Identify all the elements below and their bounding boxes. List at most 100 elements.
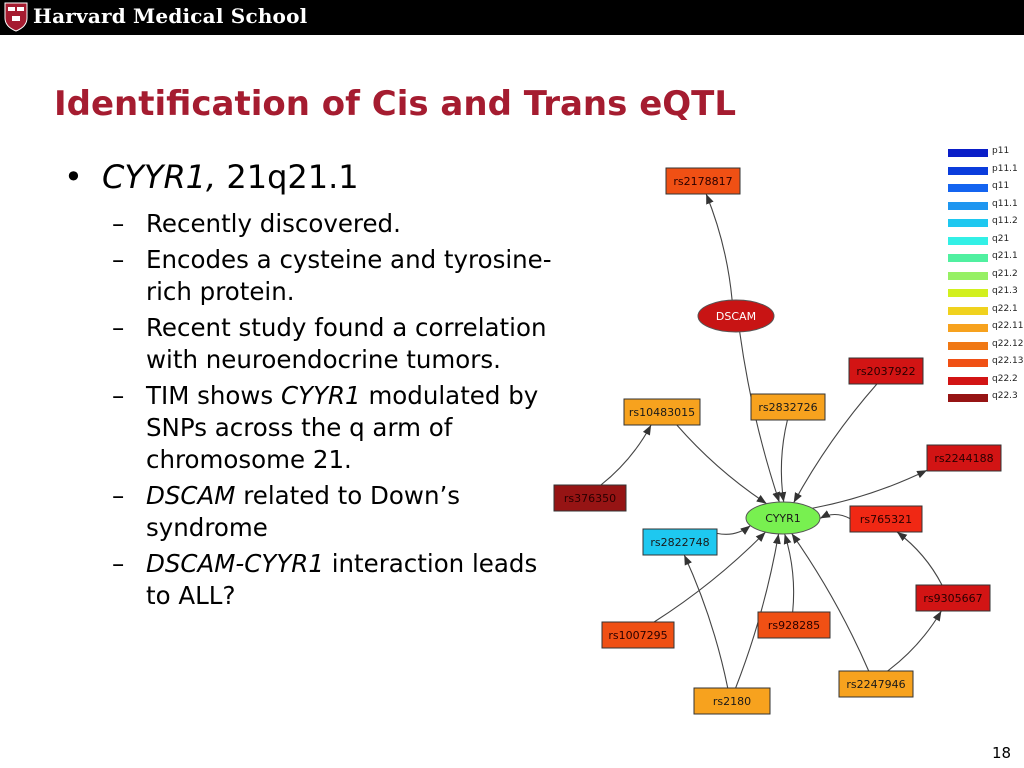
legend-label: q22.1 bbox=[992, 303, 1018, 314]
node-label: DSCAM bbox=[716, 310, 756, 323]
legend-item: q22.3 bbox=[948, 391, 1024, 408]
node-label: rs10483015 bbox=[629, 406, 695, 419]
edge-arrow bbox=[735, 533, 781, 689]
dash-marker: – bbox=[112, 549, 125, 578]
node-label: rs9305667 bbox=[923, 592, 982, 605]
sub-bullet: –DSCAM-CYYR1 interaction leads to ALL? bbox=[112, 549, 538, 610]
legend-swatch bbox=[948, 289, 988, 297]
edge-arrow bbox=[812, 469, 928, 509]
legend-item: q22.11 bbox=[948, 321, 1024, 338]
legend-label: q21.3 bbox=[992, 286, 1018, 296]
node-label: rs376350 bbox=[564, 492, 616, 505]
legend-swatch bbox=[948, 359, 988, 367]
gene-locus: 21q21.1 bbox=[216, 158, 359, 196]
legend-label: q11.2 bbox=[992, 216, 1018, 226]
sub-bullet: –DSCAM related to Down’s syndrome bbox=[112, 481, 461, 542]
node-shape bbox=[838, 670, 914, 698]
dash-marker: – bbox=[112, 245, 125, 274]
legend-swatch bbox=[948, 166, 988, 175]
node-label: rs2822748 bbox=[650, 536, 709, 549]
dash-marker: – bbox=[112, 381, 125, 410]
node-shape bbox=[849, 505, 923, 533]
legend-swatch bbox=[948, 219, 988, 227]
sub-bullet: –TIM shows CYYR1 modulated by SNPs acros… bbox=[112, 381, 539, 474]
node-label: CYYR1 bbox=[765, 512, 801, 525]
snp-node-rs2180: rs2180 bbox=[693, 687, 771, 715]
node-shape bbox=[915, 584, 991, 612]
node-label: rs1007295 bbox=[608, 629, 667, 642]
snp-node-rs2037922: rs2037922 bbox=[848, 357, 924, 385]
edge-arrow bbox=[716, 525, 751, 535]
gene-name: CYYR1, bbox=[102, 158, 217, 196]
bullet-dot: • bbox=[64, 158, 83, 196]
snp-node-rs2822748: rs2822748 bbox=[642, 528, 718, 556]
node-shape bbox=[665, 167, 741, 195]
legend-item: q22.13 bbox=[948, 356, 1024, 373]
snp-node-rs9305667: rs9305667 bbox=[915, 584, 991, 612]
brand-name: Harvard Medical School bbox=[33, 4, 308, 28]
legend-swatch bbox=[948, 271, 988, 280]
sub-bullet: –Recent study found a correlation with n… bbox=[112, 313, 547, 374]
slide-title: Identification of Cis and Trans eQTL bbox=[54, 84, 737, 124]
edge-arrow bbox=[793, 383, 878, 503]
legend-swatch bbox=[948, 394, 988, 402]
node-label: rs2832726 bbox=[758, 401, 817, 414]
edge-arrow bbox=[887, 610, 942, 672]
dash-marker: – bbox=[112, 313, 125, 342]
snp-node-rs376350: rs376350 bbox=[553, 484, 627, 512]
edge-arrow bbox=[896, 531, 943, 586]
snp-node-rs2247946: rs2247946 bbox=[838, 670, 914, 698]
node-shape bbox=[848, 357, 924, 385]
edge-arrow bbox=[778, 419, 788, 503]
legend-label: q22.2 bbox=[992, 373, 1018, 384]
legend-label: q21.2 bbox=[992, 268, 1018, 279]
legend-item: q21 bbox=[948, 234, 1024, 251]
gene-node-cyyr1: CYYR1 bbox=[745, 501, 821, 535]
node-shape bbox=[553, 484, 627, 512]
edge-arrow bbox=[676, 424, 767, 505]
node-label: rs2247946 bbox=[846, 678, 905, 691]
legend-swatch bbox=[948, 324, 988, 332]
legend-swatch bbox=[948, 236, 988, 245]
node-shape bbox=[750, 393, 826, 421]
node-shape bbox=[926, 444, 1002, 472]
harvard-shield-icon bbox=[4, 2, 28, 32]
legend-item: q22.1 bbox=[948, 304, 1024, 321]
legend-item: q22.2 bbox=[948, 374, 1024, 391]
legend-label: p11 bbox=[992, 146, 1010, 156]
legend-swatch bbox=[948, 254, 988, 262]
edge-arrow bbox=[683, 554, 729, 689]
header-bar: Harvard Medical School bbox=[0, 0, 1024, 35]
edge-arrow bbox=[819, 510, 851, 520]
legend-swatch bbox=[948, 184, 988, 192]
sub-bullet-list: –Recently discovered. –Encodes a cysteine… bbox=[112, 208, 562, 616]
page-number: 18 bbox=[992, 744, 1012, 762]
edge-arrow bbox=[783, 533, 795, 613]
legend-label: q11.1 bbox=[992, 198, 1018, 209]
legend-swatch bbox=[948, 306, 988, 315]
node-label: rs765321 bbox=[860, 513, 912, 526]
snp-node-rs2178817: rs2178817 bbox=[665, 167, 741, 195]
legend-item: p11.1 bbox=[948, 164, 1024, 181]
dash-marker: – bbox=[112, 209, 125, 238]
legend-item: q21.2 bbox=[948, 269, 1024, 286]
legend-swatch bbox=[948, 376, 988, 385]
gene-node-dscam: DSCAM bbox=[697, 299, 775, 333]
legend-item: q11.2 bbox=[948, 216, 1024, 233]
dash-marker: – bbox=[112, 481, 125, 510]
legend-swatch bbox=[948, 149, 988, 157]
node-shape bbox=[642, 528, 718, 556]
edge-arrow bbox=[791, 533, 870, 672]
snp-node-rs928285: rs928285 bbox=[757, 611, 831, 639]
sub-bullet: –Recently discovered. bbox=[112, 209, 401, 238]
legend-item: q21.3 bbox=[948, 286, 1024, 303]
sub-bullet: –Encodes a cysteine and tyrosine-rich pr… bbox=[112, 245, 552, 306]
node-label: rs2180 bbox=[713, 695, 751, 708]
snp-node-rs1007295: rs1007295 bbox=[601, 621, 675, 649]
snp-node-rs765321: rs765321 bbox=[849, 505, 923, 533]
legend-swatch bbox=[948, 341, 988, 350]
legend-item: q11.1 bbox=[948, 199, 1024, 216]
node-shape bbox=[623, 398, 701, 426]
legend-label: q22.3 bbox=[992, 391, 1018, 401]
